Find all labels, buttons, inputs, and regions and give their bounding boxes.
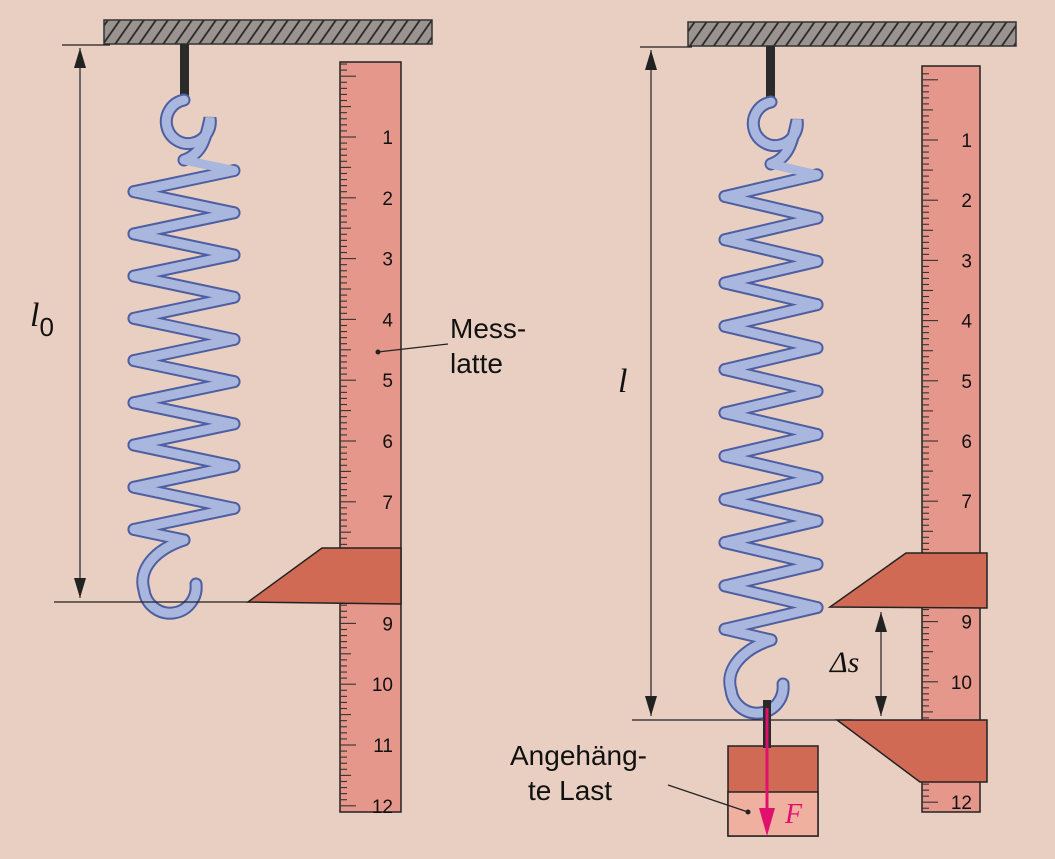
right-spring-coil	[720, 213, 822, 245]
load-label: Angehäng-	[510, 740, 647, 771]
right-spring-coil	[720, 191, 822, 223]
right-spring-coil	[720, 256, 822, 288]
left-ruler-label-leader	[377, 343, 449, 353]
left-spring-coil	[129, 229, 239, 260]
left-spring-coil	[129, 334, 239, 366]
right-ruler-number: 9	[961, 613, 972, 634]
right-spring-coil	[720, 408, 822, 439]
right-spring-coil	[720, 603, 822, 634]
right-ruler-number: 10	[951, 673, 972, 694]
right-setup: l 123456789101112 Δs F Angehäng- t	[510, 21, 1017, 837]
right-ruler-number: 2	[961, 191, 972, 212]
left-ruler-number: 4	[382, 310, 393, 331]
left-spring-rod	[180, 44, 189, 96]
right-spring-coil	[720, 494, 822, 526]
right-spring-coil	[720, 321, 822, 353]
left-spring-coil	[129, 398, 239, 429]
left-spring-coil	[129, 419, 239, 450]
left-spring-coil	[129, 313, 239, 344]
left-spring	[127, 93, 241, 620]
extension-dimension: Δs	[829, 612, 887, 716]
right-ruler-number: 4	[961, 312, 972, 333]
left-ruler-number: 1	[382, 128, 393, 149]
left-ruler-number: 11	[373, 736, 393, 757]
right-spring-coil	[720, 365, 822, 396]
right-spring-coil	[720, 386, 822, 418]
left-spring-coil	[129, 440, 239, 471]
left-ruler-number: 10	[372, 675, 393, 696]
right-spring-coil	[720, 581, 822, 613]
right-spring-hook	[725, 635, 788, 718]
right-ruler-number: 1	[961, 131, 972, 152]
right-spring-coil	[720, 429, 822, 461]
left-spring-coil	[129, 187, 239, 218]
right-ruler-number: 12	[951, 793, 972, 814]
force-label: F	[784, 799, 803, 830]
left-spring-coil	[129, 377, 239, 408]
left-spring-coil	[129, 524, 189, 545]
right-ruler-body	[921, 65, 981, 813]
right-spring-coil	[720, 170, 822, 201]
left-spring-hook	[161, 95, 215, 165]
left-ruler-number: 7	[382, 493, 393, 514]
left-length-dimension: l0	[30, 48, 86, 598]
left-spring-coil	[129, 503, 239, 534]
extension-label: Δs	[829, 646, 859, 679]
left-spring-coil	[129, 271, 239, 302]
load-label-leader	[667, 784, 749, 813]
left-spring-coil	[129, 292, 239, 323]
left-ruler-body	[339, 61, 402, 813]
left-ruler-label-line2: latte	[450, 348, 503, 379]
right-spring-coil	[720, 451, 822, 483]
right-spring-coil	[720, 235, 822, 266]
right-spring-hook	[748, 97, 802, 169]
right-spring-coil	[720, 278, 822, 310]
left-ruler-number: 2	[382, 189, 393, 210]
right-spring	[718, 95, 824, 720]
left-ruler-number: 5	[382, 371, 393, 392]
left-spring-coil	[129, 482, 239, 513]
left-ruler-number: 9	[382, 614, 393, 635]
right-spring-coil	[720, 300, 822, 331]
right-spring-coil	[720, 538, 822, 569]
left-ruler-number: 3	[382, 250, 393, 271]
right-spring-coil	[720, 516, 822, 548]
right-spring-coil	[720, 559, 822, 591]
left-length-label: l0	[30, 297, 54, 342]
load-label-line2: te Last	[528, 775, 612, 806]
right-ruler-slider-upper	[827, 552, 988, 609]
right-spring-coil	[720, 343, 822, 375]
force-arrow: F	[759, 708, 803, 836]
right-ruler-number: 3	[961, 251, 972, 272]
left-ceiling	[103, 19, 433, 45]
right-ruler-slider-lower	[834, 719, 988, 783]
left-spring-coil	[129, 461, 239, 492]
right-ruler-number: 6	[961, 432, 972, 453]
left-ruler-label: Mess-	[450, 313, 526, 344]
left-ruler-number: 12	[372, 797, 393, 818]
right-ruler-number: 7	[961, 492, 972, 513]
right-length-label: l	[618, 363, 627, 400]
right-spring-rod	[766, 46, 775, 98]
left-spring-coil	[129, 166, 239, 197]
left-ruler-slider	[245, 547, 402, 605]
left-spring-coil	[129, 208, 239, 239]
right-ruler-number: 5	[961, 372, 972, 393]
left-measuring-ruler: 123456789101112	[339, 61, 402, 818]
right-ceiling	[687, 21, 1017, 47]
left-ruler-number: 6	[382, 432, 393, 453]
left-spring-coil	[129, 250, 239, 281]
right-length-dimension: l	[618, 50, 657, 716]
left-spring-coil	[129, 356, 239, 387]
right-measuring-ruler: 123456789101112	[921, 65, 981, 814]
right-spring-coil	[720, 473, 822, 504]
left-setup: l0 123456789101112 Mess- latte	[30, 19, 526, 818]
